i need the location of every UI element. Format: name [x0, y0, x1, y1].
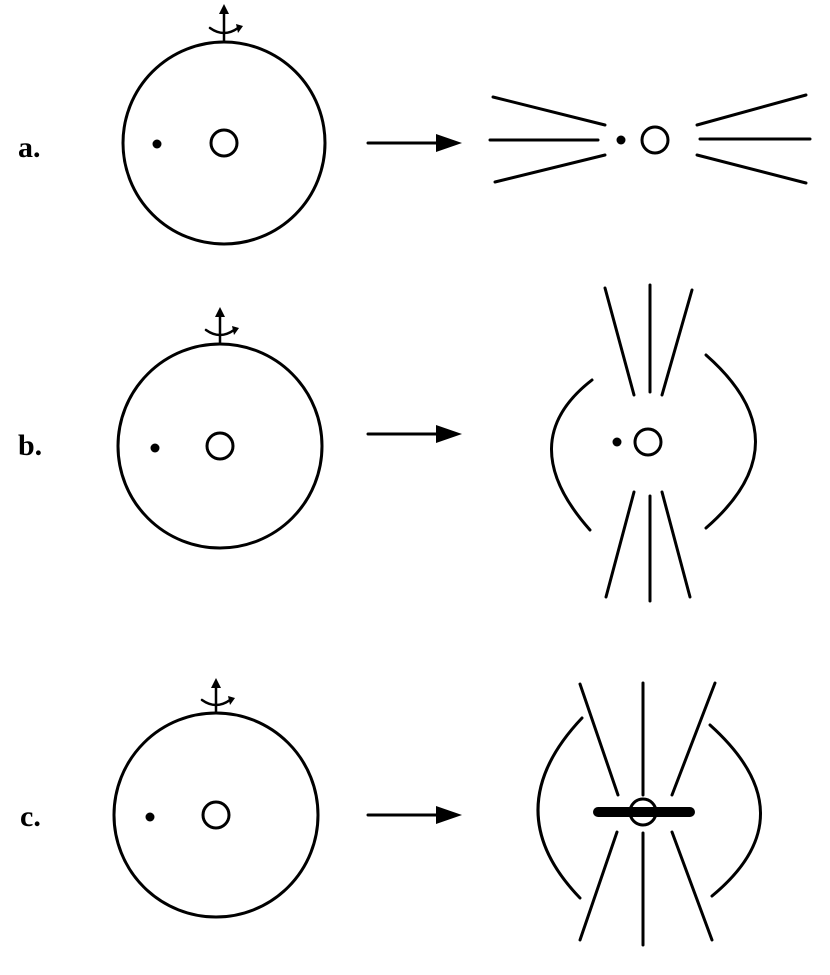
panel-label-c: c.	[20, 800, 41, 833]
panel-a: a.	[18, 4, 812, 246]
jet-line	[493, 153, 607, 184]
rotation-axis-icon	[208, 4, 243, 44]
companion-dot-icon	[616, 135, 626, 145]
envelope-arc	[550, 378, 594, 532]
star-icon	[628, 797, 658, 827]
companion-dot-icon	[612, 437, 622, 447]
jet-line	[670, 681, 717, 797]
panel-label-a: a.	[18, 131, 41, 164]
jet-line	[604, 490, 636, 599]
star-icon	[209, 128, 239, 158]
jet-line	[660, 288, 694, 397]
star-icon	[640, 125, 670, 155]
envelope-arc	[708, 723, 762, 898]
envelope-a	[121, 4, 327, 246]
arrow-right-icon	[366, 134, 462, 152]
arrow-right-icon	[366, 425, 462, 443]
jet-line	[491, 95, 607, 127]
jet-line	[578, 682, 620, 797]
envelope-circle	[116, 342, 324, 550]
outflow-c	[536, 681, 762, 947]
star-icon	[201, 800, 231, 830]
outflow-a	[488, 93, 812, 185]
star-icon	[633, 427, 663, 457]
outflow-b	[550, 283, 757, 603]
jet-line	[695, 153, 808, 185]
companion-dot-icon	[152, 139, 162, 149]
envelope-arc	[536, 716, 584, 900]
jet-line	[578, 830, 619, 942]
envelope-c	[112, 678, 320, 919]
envelope-circle	[112, 711, 320, 919]
panel-c: c.	[20, 678, 762, 947]
companion-dot-icon	[145, 812, 155, 822]
jet-line	[695, 93, 808, 127]
envelope-arc	[704, 353, 757, 530]
arrow-right-icon	[366, 806, 462, 824]
panel-label-b: b.	[18, 429, 42, 462]
jet-line	[660, 490, 692, 599]
companion-dot-icon	[150, 443, 160, 453]
star-icon	[205, 431, 235, 461]
rotation-axis-icon	[200, 678, 235, 715]
jet-line	[670, 830, 714, 942]
envelope-b	[116, 307, 324, 550]
panel-b: b.	[18, 283, 757, 603]
jet-line	[603, 286, 636, 397]
rotation-axis-icon	[204, 307, 239, 346]
